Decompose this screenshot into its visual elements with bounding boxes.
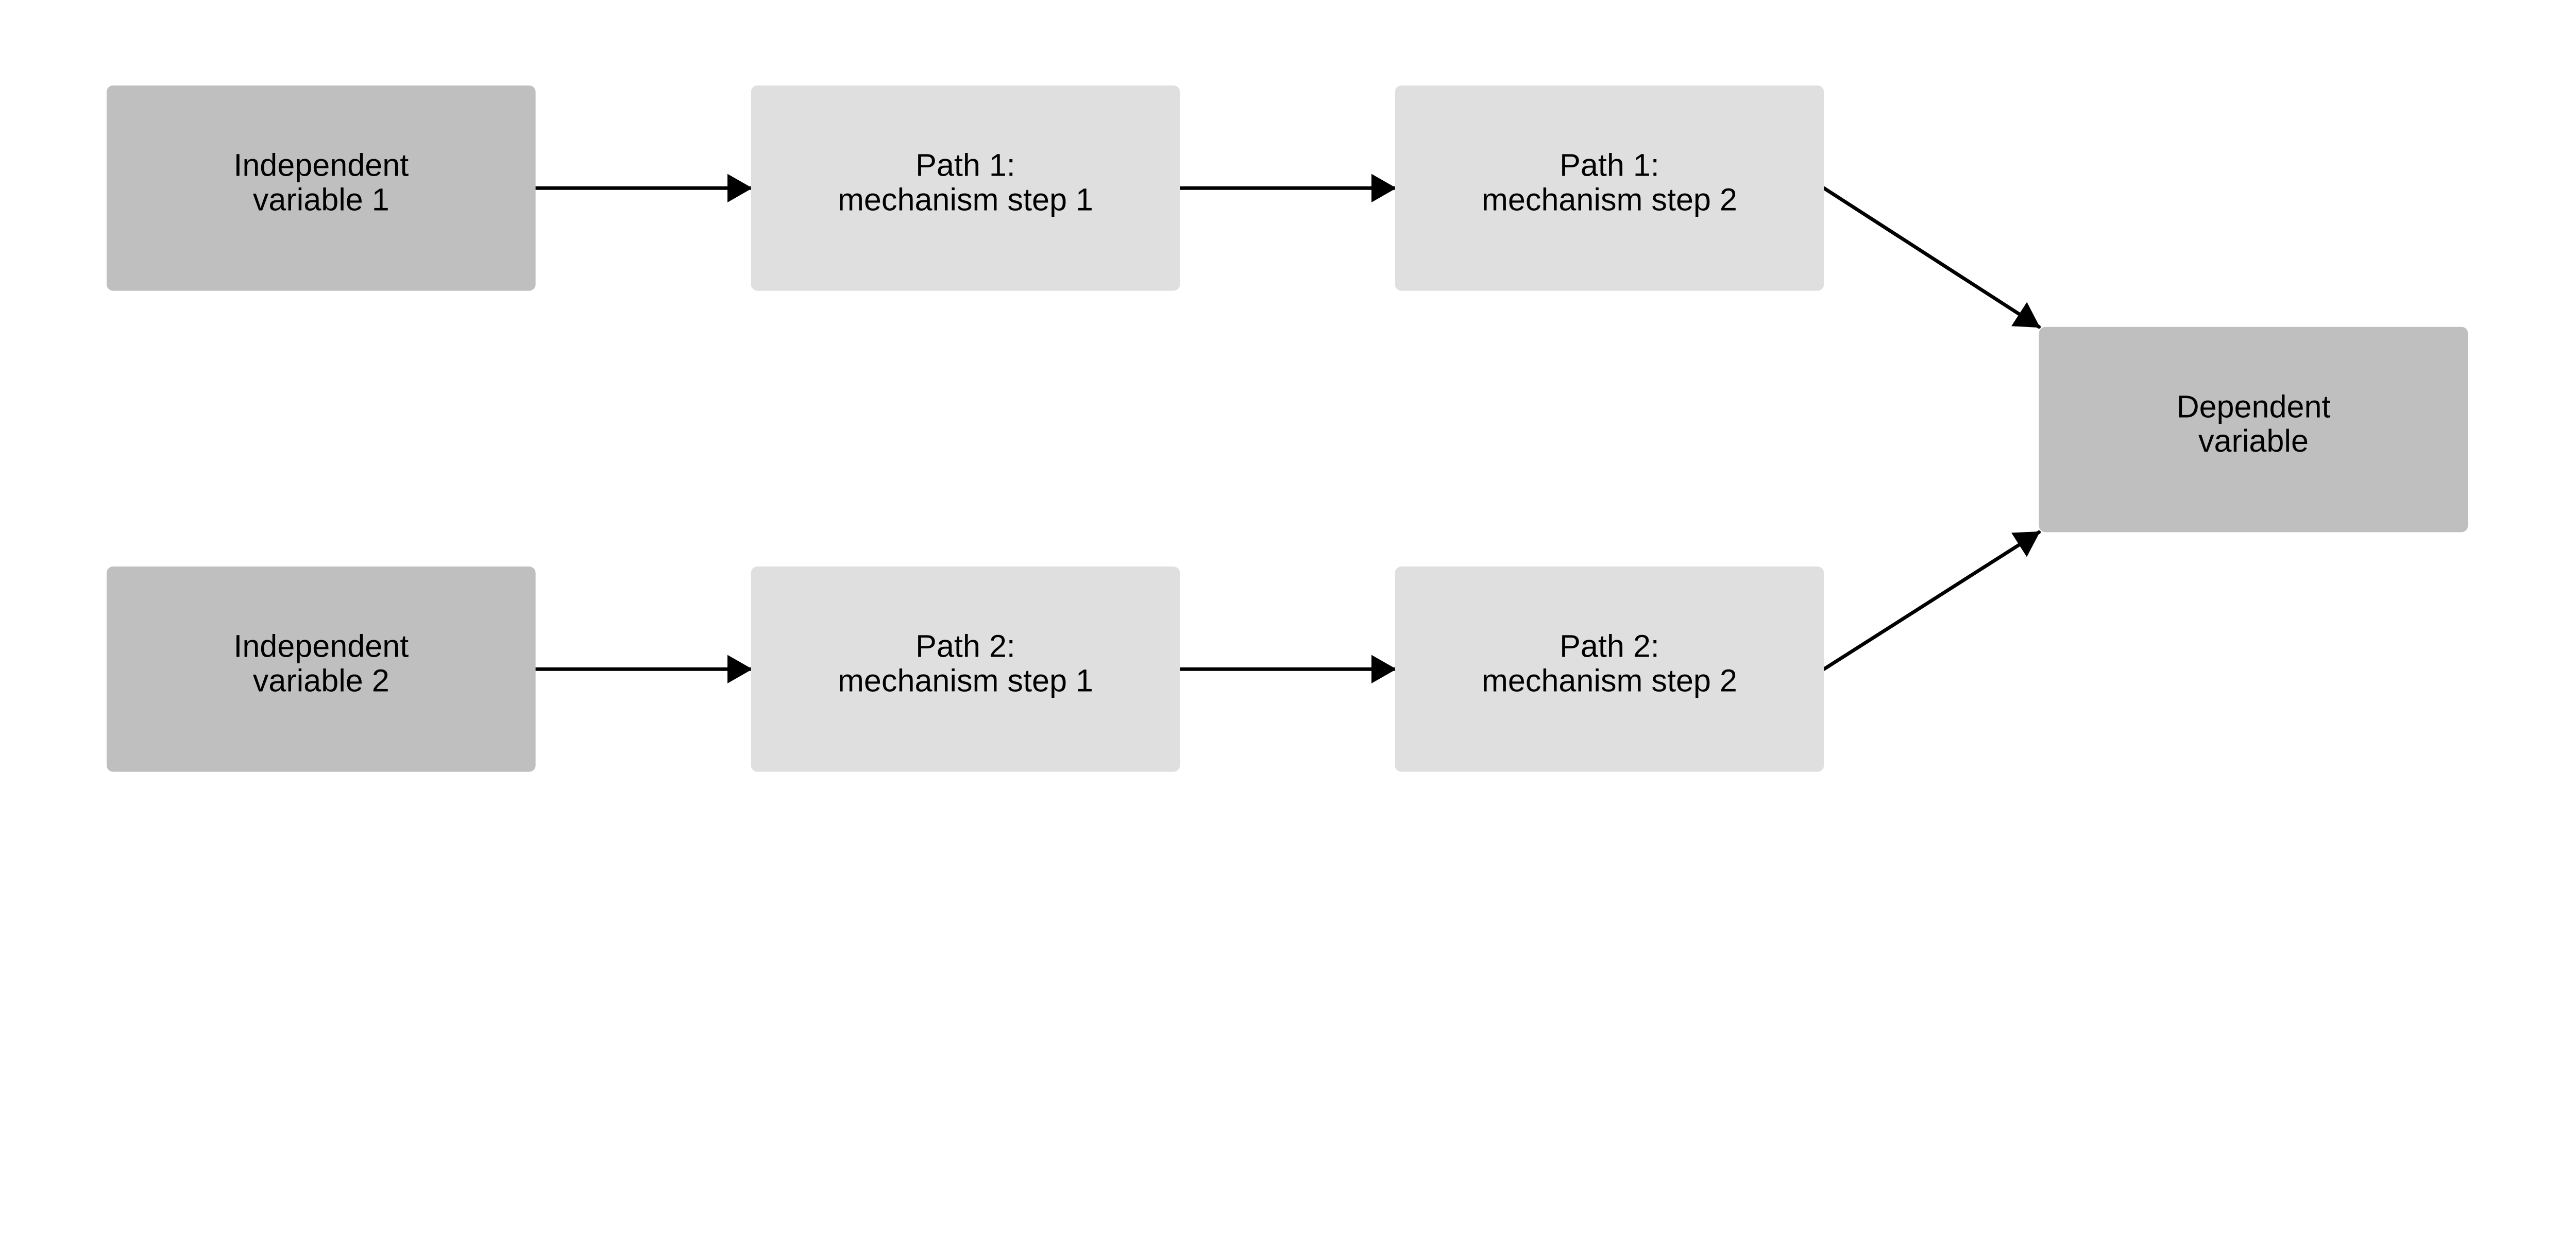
node-label-line: Dependent (2176, 389, 2330, 424)
node-label-line: mechanism step 2 (1482, 663, 1737, 698)
node-box (2039, 327, 2468, 533)
node-label-line: mechanism step 1 (838, 182, 1093, 217)
arrow-p1s2-to-dv (1822, 186, 2041, 329)
node-label-line: Path 1: (916, 148, 1015, 183)
node-box (1395, 566, 1824, 772)
node-box (751, 85, 1180, 291)
node-box (1395, 85, 1824, 291)
node-p1s2: Path 1:mechanism step 2 (1395, 85, 1824, 291)
node-label: Path 2:mechanism step 1 (838, 629, 1093, 698)
node-label: Path 1:mechanism step 2 (1482, 148, 1737, 217)
node-p2s1: Path 2:mechanism step 1 (751, 566, 1180, 772)
node-label: Path 1:mechanism step 1 (838, 148, 1093, 217)
node-label-line: Path 2: (1560, 629, 1659, 664)
node-box (106, 566, 536, 772)
node-p2s2: Path 2:mechanism step 2 (1395, 566, 1824, 772)
node-label-line: mechanism step 2 (1482, 182, 1737, 217)
node-label-line: variable 1 (253, 182, 389, 217)
node-p1s1: Path 1:mechanism step 1 (751, 85, 1180, 291)
node-label-line: mechanism step 1 (838, 663, 1093, 698)
node-label-line: variable 2 (253, 663, 389, 698)
arrows-layer (534, 174, 2041, 684)
node-label-line: variable (2198, 423, 2309, 458)
node-label-line: Path 1: (1560, 148, 1659, 183)
node-label-line: Path 2: (916, 629, 1015, 664)
node-box (751, 566, 1180, 772)
node-box (106, 85, 536, 291)
node-label-line: Independent (233, 148, 409, 183)
arrow-p2s2-to-dv (1822, 530, 2041, 671)
node-label: Path 2:mechanism step 2 (1482, 629, 1737, 698)
node-label-line: Independent (233, 629, 409, 664)
